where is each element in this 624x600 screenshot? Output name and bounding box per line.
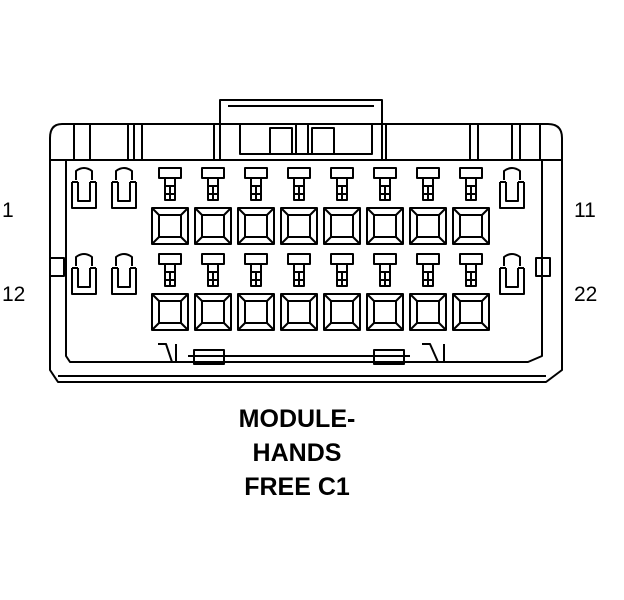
cavity-latch-11 xyxy=(499,167,525,209)
cavity-latch-2 xyxy=(111,167,137,209)
terminal-cavity-19 xyxy=(366,253,404,331)
side-notch-left xyxy=(49,257,65,277)
terminal-cavity-4 xyxy=(194,167,232,245)
cavity-latch-13 xyxy=(111,253,137,295)
terminal-cavity-3 xyxy=(151,167,189,245)
terminal-cavity-8 xyxy=(366,167,404,245)
pin-label-12: 12 xyxy=(2,283,26,306)
terminal-cavity-6 xyxy=(280,167,318,245)
cavity-array xyxy=(71,167,525,331)
cavity-latch-1 xyxy=(71,167,97,209)
terminal-cavity-20 xyxy=(409,253,447,331)
terminal-cavity-18 xyxy=(323,253,361,331)
bottom-keys xyxy=(158,343,445,365)
pin-label-11: 11 xyxy=(574,199,596,222)
lock-tab xyxy=(219,99,383,160)
caption-line-1: MODULE- xyxy=(238,405,356,433)
caption-line-2: HANDS xyxy=(252,439,342,467)
terminal-cavity-5 xyxy=(237,167,275,245)
terminal-cavity-15 xyxy=(194,253,232,331)
caption-line-3: FREE C1 xyxy=(244,473,350,501)
connector-housing xyxy=(49,123,563,383)
pin-label-1: 1 xyxy=(2,199,14,222)
terminal-cavity-21 xyxy=(452,253,490,331)
cavity-latch-12 xyxy=(71,253,97,295)
terminal-cavity-9 xyxy=(409,167,447,245)
housing-ribs xyxy=(73,124,541,160)
terminal-cavity-7 xyxy=(323,167,361,245)
connector-caption: MODULE- HANDS FREE C1 xyxy=(162,402,432,504)
side-notch-right xyxy=(535,257,551,277)
terminal-cavity-10 xyxy=(452,167,490,245)
terminal-cavity-16 xyxy=(237,253,275,331)
terminal-cavity-17 xyxy=(280,253,318,331)
cavity-latch-22 xyxy=(499,253,525,295)
pin-label-22: 22 xyxy=(574,283,598,306)
terminal-cavity-14 xyxy=(151,253,189,331)
